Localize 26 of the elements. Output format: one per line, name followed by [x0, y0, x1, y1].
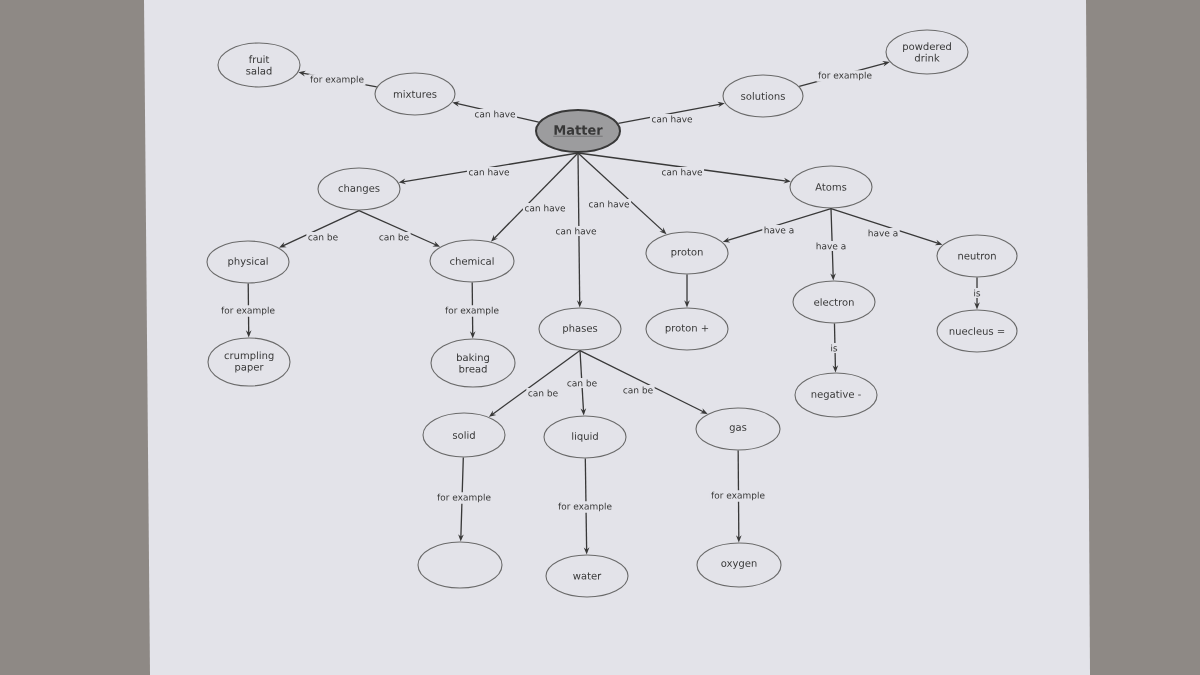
edge-label: can have — [649, 114, 695, 124]
edge-label: for example — [219, 305, 277, 317]
edge-label: have a — [814, 241, 848, 251]
edge-label: can have — [472, 109, 518, 119]
edge-label: have a — [762, 225, 796, 235]
edge-label: is — [971, 288, 983, 298]
edge-label: can be — [621, 385, 655, 395]
edge-label: can have — [522, 203, 568, 213]
edge-label: for example — [435, 492, 493, 504]
edge-label: for example — [816, 70, 874, 82]
edge-label: can be — [526, 388, 560, 398]
edge-label: is — [828, 343, 840, 353]
edge-label: can have — [466, 167, 512, 177]
edge-label: can be — [565, 378, 599, 388]
edge-label: can have — [586, 199, 632, 209]
edge-label: for example — [443, 305, 501, 317]
edge-label: for example — [709, 490, 767, 502]
edge-label: have a — [866, 228, 900, 238]
edge-label: can have — [659, 167, 705, 177]
arrow — [279, 209, 360, 248]
answer-ellipse — [417, 541, 503, 589]
edge-label: can be — [377, 232, 411, 242]
edge-label: can be — [306, 232, 340, 242]
edge-label: for example — [556, 501, 614, 513]
edge-label: for example — [308, 74, 366, 86]
edge-label: can have — [553, 226, 599, 236]
